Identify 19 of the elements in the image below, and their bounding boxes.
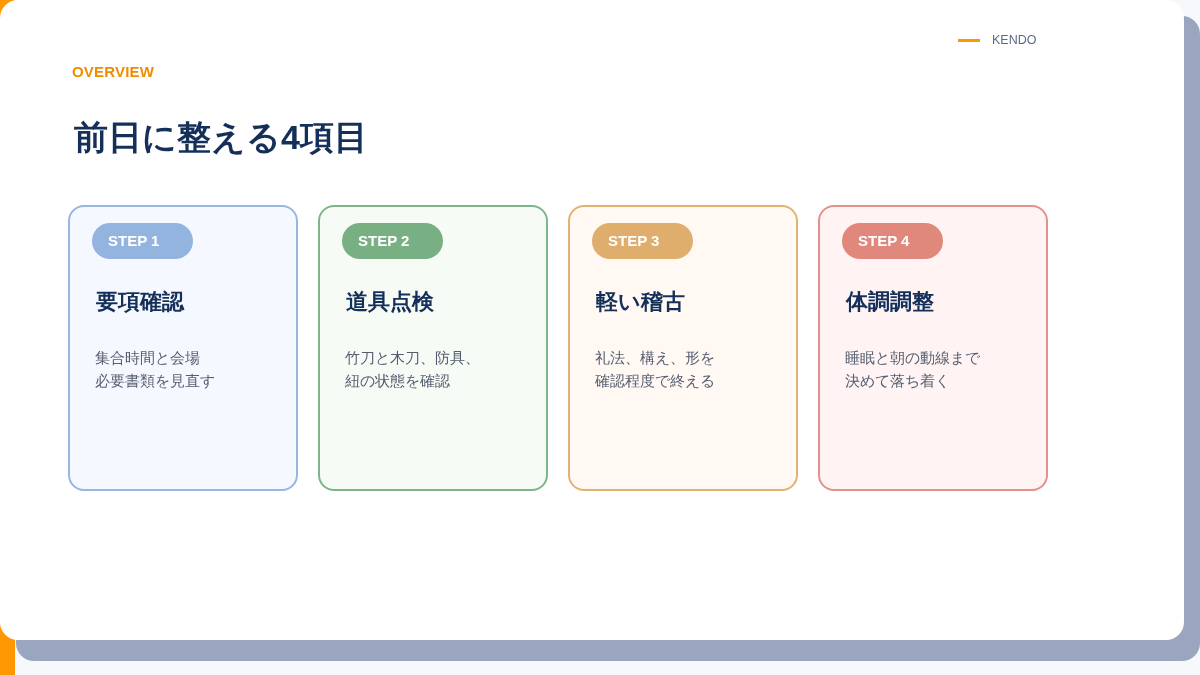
card-description: 睡眠と朝の動線まで決めて落ち着く [845, 348, 981, 391]
card-heading: 要項確認 [96, 288, 186, 316]
card-heading: 体調調整 [846, 288, 935, 316]
card-description: 竹刀と木刀、防具、紐の状態を確認 [345, 348, 481, 391]
step-badge: STEP 2 [342, 223, 443, 259]
card-heading: 軽い稽古 [596, 288, 686, 316]
card-heading: 道具点検 [346, 288, 435, 316]
step-badge: STEP 4 [842, 223, 943, 259]
step-card [68, 205, 298, 491]
step-badge: STEP 1 [92, 223, 193, 259]
page-title: 前日に整える4項目 [74, 117, 368, 158]
section-label: OVERVIEW [72, 63, 155, 80]
step-badge: STEP 3 [592, 223, 693, 259]
card-description: 集合時間と会場必要書類を見直す [95, 348, 216, 391]
card-description: 礼法、構え、形を確認程度で終える [595, 348, 716, 391]
step-card [568, 205, 798, 491]
category-label: KENDO [992, 33, 1037, 47]
step-card [318, 205, 548, 491]
step-card [818, 205, 1048, 491]
